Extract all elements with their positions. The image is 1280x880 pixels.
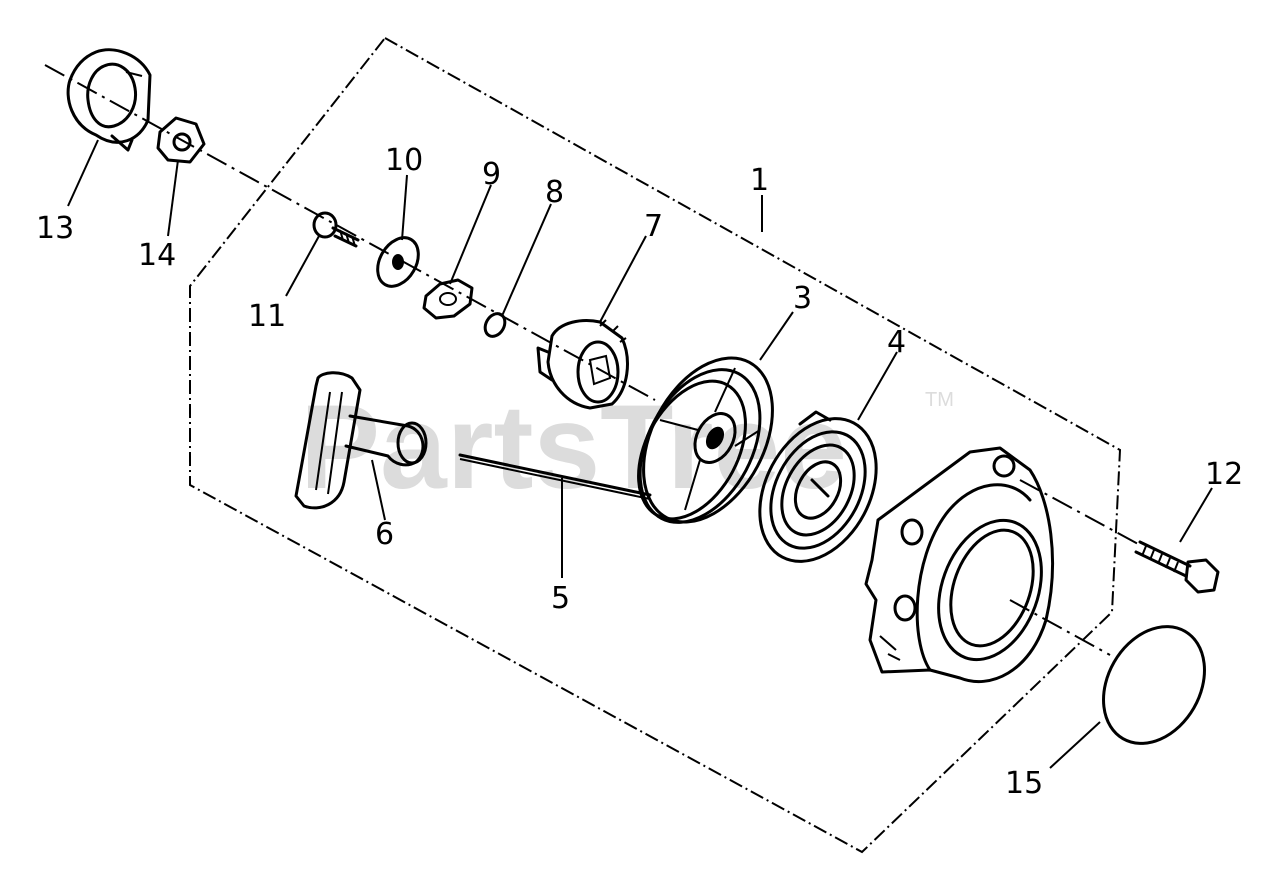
part-9-plate[interactable] [422,278,474,320]
center-axis-lower [1009,599,1111,656]
callout-8: 8 [545,175,564,210]
part-7-ratchet-hub[interactable] [536,319,629,410]
callout-10: 10 [385,143,423,178]
starter-housing[interactable] [864,446,1060,683]
callout-4: 4 [887,325,906,360]
callout-6: 6 [375,517,394,552]
part-15-label[interactable] [1083,608,1225,761]
callout-13: 13 [36,211,74,246]
callout-15: 15 [1005,766,1043,801]
part-13-collar[interactable] [66,48,152,152]
leader-lines [67,139,1213,769]
part-11-screw[interactable] [312,211,360,248]
part-3-reel[interactable] [616,336,799,544]
part-6-handle[interactable] [294,371,428,510]
assembly-boundary [189,36,1122,854]
callout-7: 7 [644,209,663,244]
callout-1: 1 [750,163,769,198]
center-axis-upper [44,64,656,401]
callout-12: 12 [1205,457,1243,492]
part-12-bolt[interactable] [1019,479,1220,594]
callout-3: 3 [793,281,812,316]
part-10-washer[interactable] [369,230,426,293]
part-4-spring[interactable] [736,398,899,581]
part-5-rope[interactable] [458,453,652,500]
callout-14: 14 [138,238,176,273]
watermark-trademark: TM [925,389,954,411]
callout-5: 5 [551,581,570,616]
part-14-nut[interactable] [156,116,206,164]
callout-11: 11 [248,299,286,334]
part-8-ring[interactable] [481,310,509,340]
callout-9: 9 [482,157,501,192]
callout-labels: 1 3 4 5 6 7 8 9 10 11 12 13 14 15 [36,143,1243,801]
